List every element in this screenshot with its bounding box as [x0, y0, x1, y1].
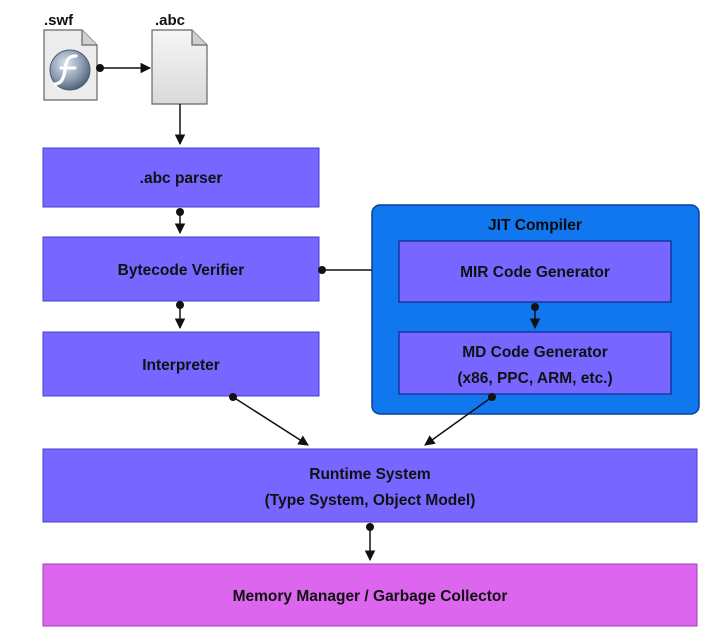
memory-manager-label: Memory Manager / Garbage Collector — [233, 588, 508, 605]
swf-file-label: .swf — [44, 12, 74, 29]
jit-compiler-title: JIT Compiler — [488, 217, 582, 234]
mir-to-md-connector — [529, 303, 541, 330]
interpreter-box: Interpreter — [42, 331, 320, 397]
flash-document-icon — [43, 29, 98, 101]
md-code-generator-targets: (x86, PPC, ARM, etc.) — [457, 370, 612, 387]
blank-document-icon — [151, 29, 208, 105]
bytecode-verifier-label: Bytecode Verifier — [118, 262, 245, 279]
interpreter-label: Interpreter — [142, 357, 220, 374]
runtime-system-box: Runtime System (Type System, Object Mode… — [42, 448, 698, 523]
parser-to-verifier-connector — [174, 208, 186, 235]
mir-code-generator-box: MIR Code Generator — [398, 240, 672, 303]
mir-code-generator-label: MIR Code Generator — [460, 264, 610, 281]
md-to-runtime-connector — [424, 393, 496, 446]
abc-file-label: .abc — [155, 12, 185, 29]
abc-parser-label: .abc parser — [140, 170, 223, 187]
abc-parser-box: .abc parser — [42, 147, 320, 208]
bytecode-verifier-box: Bytecode Verifier — [42, 236, 320, 302]
runtime-to-memory-connector — [364, 523, 376, 562]
runtime-system-detail: (Type System, Object Model) — [265, 492, 476, 509]
swf-to-abc-connector — [96, 62, 152, 74]
jit-compiler-container: JIT Compiler MIR Code Generator MD Code … — [371, 204, 700, 415]
runtime-system-label: Runtime System — [309, 466, 430, 483]
interpreter-to-runtime-connector — [229, 393, 309, 446]
memory-manager-box: Memory Manager / Garbage Collector — [42, 563, 698, 627]
md-code-generator-box: MD Code Generator (x86, PPC, ARM, etc.) — [398, 331, 672, 395]
md-code-generator-label: MD Code Generator — [462, 344, 608, 361]
verifier-to-interpreter-connector — [174, 301, 186, 330]
